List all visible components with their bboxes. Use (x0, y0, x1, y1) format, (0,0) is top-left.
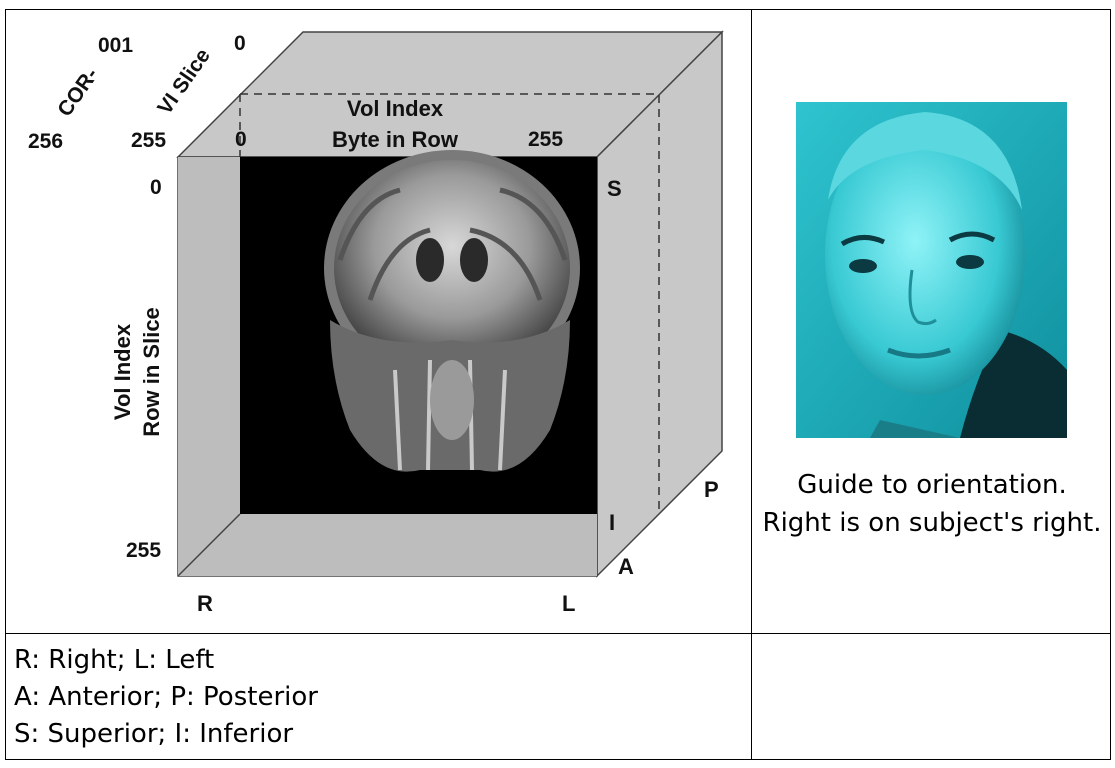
vi-slice-end-label: 255 (131, 129, 166, 152)
cube-inner-left-wall (178, 157, 240, 576)
left-eye-shape (849, 259, 877, 273)
right-label: R (197, 591, 213, 616)
inferior-label: I (609, 510, 615, 535)
top-index-label: Vol Index (347, 96, 444, 121)
side-index-label: Vol Index (110, 323, 135, 420)
face-shape (825, 115, 1025, 395)
legend-line-2: A: Anterior; P: Posterior (14, 682, 318, 712)
byte-start-label: 0 (235, 128, 247, 151)
left-label: L (562, 591, 575, 616)
cube-inner-floor (178, 514, 597, 576)
jacket-shape (960, 330, 1067, 438)
neck-structures (393, 359, 507, 471)
cor-end-label: 256 (28, 130, 63, 153)
superior-label: S (607, 176, 622, 201)
orientation-photo (796, 102, 1067, 438)
vi-slice-start-label: 0 (234, 32, 246, 55)
mouth-shape (887, 347, 951, 359)
brain-sulci (337, 187, 568, 301)
byte-end-label: 255 (528, 128, 563, 151)
cor-label: COR- (53, 64, 103, 121)
brainstem (430, 360, 474, 440)
neck-shape (870, 420, 960, 438)
legend-line-1: R: Right; L: Left (14, 645, 215, 675)
caption-line-1: Guide to orientation. (797, 470, 1067, 500)
right-ventricle (460, 238, 488, 282)
shaved-head-shape (828, 112, 1022, 210)
right-eye-shape (956, 255, 984, 269)
row-start-label: 0 (150, 176, 162, 199)
legend-line-3: S: Superior; I: Inferior (14, 719, 294, 749)
orientation-caption: Guide to orientation. Right is on subjec… (752, 466, 1112, 542)
byte-in-row-label: Byte in Row (332, 127, 459, 152)
vi-slice-label: VI Slice (153, 44, 215, 118)
row-in-slice-label: Row in Slice (139, 307, 164, 437)
cor-number-label: 001 (98, 34, 133, 57)
row-end-label: 255 (126, 539, 161, 562)
brain-cortex (334, 160, 570, 376)
nose-shape (908, 269, 937, 326)
caption-line-2: Right is on subject's right. (762, 508, 1102, 538)
cube-inner-edge (177, 513, 241, 577)
eyebrows-shape (840, 231, 996, 247)
left-ventricle (416, 238, 444, 282)
table-border (5, 9, 1111, 760)
mri-slice-image (240, 150, 597, 514)
posterior-label: P (704, 477, 719, 502)
table-grid (5, 9, 1111, 760)
abbreviation-legend: R: Right; L: Left A: Anterior; P: Poster… (14, 642, 744, 753)
anterior-label: A (618, 554, 634, 579)
